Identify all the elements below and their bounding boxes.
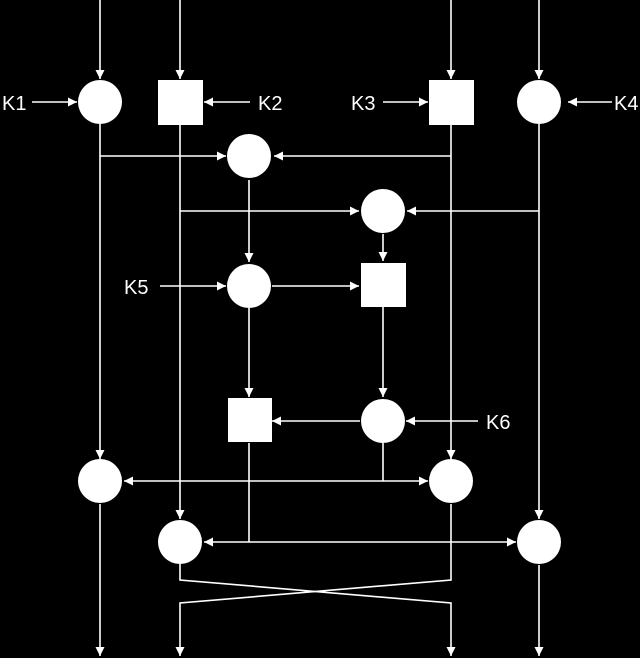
output-cross-b-to-3 bbox=[179, 564, 456, 656]
add-node-mid bbox=[361, 263, 406, 307]
xor-node-3 bbox=[78, 459, 122, 503]
connections bbox=[32, 0, 612, 656]
add-node-low bbox=[228, 398, 272, 442]
key-label-k5: K5 bbox=[124, 277, 148, 299]
nodes bbox=[78, 80, 561, 564]
key-labels: K1 K2 K3 K4 K5 K6 bbox=[2, 93, 638, 434]
xor-node-2 bbox=[361, 189, 405, 233]
output-cross-c-to-2 bbox=[175, 504, 452, 656]
mult-node-k5 bbox=[227, 264, 271, 308]
mult-node-k6 bbox=[361, 399, 405, 443]
xor-node-1 bbox=[227, 134, 271, 178]
key-label-k6: K6 bbox=[486, 412, 510, 434]
add-node-k3 bbox=[429, 80, 474, 125]
key-label-k2: K2 bbox=[258, 93, 282, 115]
key-label-k4: K4 bbox=[614, 93, 638, 115]
key-label-k1: K1 bbox=[2, 93, 26, 115]
add-node-k2 bbox=[158, 80, 203, 125]
xor-node-4 bbox=[429, 459, 473, 503]
key-label-k3: K3 bbox=[351, 93, 375, 115]
mult-node-k1 bbox=[78, 80, 122, 124]
xor-node-6 bbox=[517, 520, 561, 564]
mult-node-k4 bbox=[517, 80, 561, 124]
xor-node-5 bbox=[158, 520, 202, 564]
